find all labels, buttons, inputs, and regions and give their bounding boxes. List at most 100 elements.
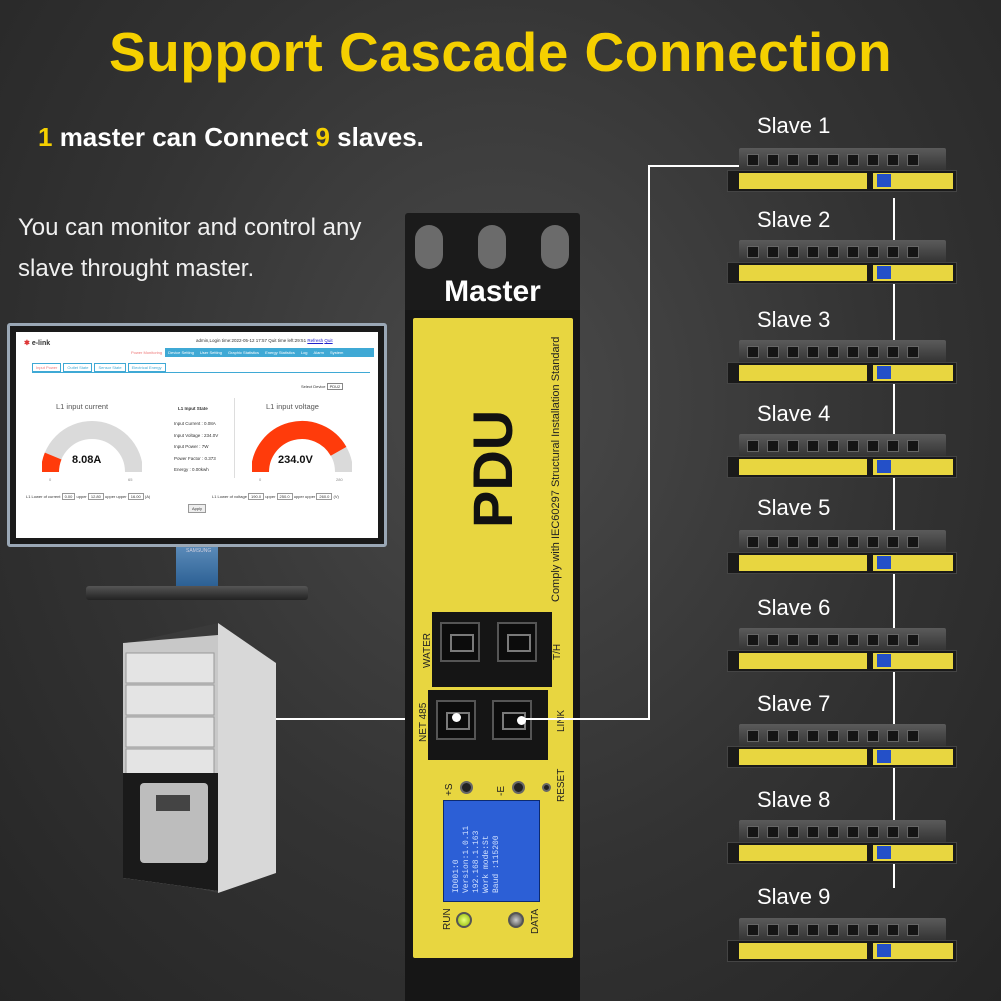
- reset-button[interactable]: [542, 783, 551, 792]
- outlet-socket: [867, 246, 879, 258]
- outlet-socket: [827, 826, 839, 838]
- slave-port: [877, 944, 891, 957]
- slave-pdu: [727, 820, 957, 868]
- outlet-socket: [887, 440, 899, 452]
- nav-item[interactable]: Alarm: [313, 350, 324, 355]
- outlet-socket: [827, 634, 839, 646]
- link-plug: [517, 716, 526, 725]
- outlet-socket: [907, 730, 919, 742]
- outlet-socket: [847, 154, 859, 166]
- outlet-socket: [907, 346, 919, 358]
- nav-item[interactable]: Power Monitoring: [128, 348, 166, 357]
- voltage-gauge-title: L1 input voltage: [266, 402, 319, 411]
- e-button[interactable]: [512, 781, 525, 794]
- outlet-socket: [767, 154, 779, 166]
- outlet-socket: [867, 346, 879, 358]
- nav-item[interactable]: Device Setting: [168, 350, 194, 355]
- outlet-socket: [847, 730, 859, 742]
- refresh-link[interactable]: Refresh: [307, 338, 324, 343]
- input-state-line: Input Current : 0.08A: [174, 421, 216, 426]
- outlet-socket: [827, 246, 839, 258]
- water-port[interactable]: [440, 622, 480, 662]
- outlet-socket: [747, 536, 759, 548]
- subline-text-2: slaves.: [329, 122, 424, 152]
- slave-label: Slave 4: [757, 401, 831, 426]
- outlet-socket: [827, 440, 839, 452]
- net485-plug: [452, 713, 461, 722]
- slave-port: [877, 750, 891, 763]
- device-select-value[interactable]: PDU2: [326, 383, 344, 390]
- subtab-item[interactable]: Electrical Energy: [127, 363, 166, 372]
- voltage-lower-input[interactable]: 190.0: [248, 493, 265, 500]
- subtab-item[interactable]: Input Power: [32, 363, 62, 372]
- monitor: ✱ e-link admin,Login time:2022-05-12 17:…: [7, 323, 387, 547]
- description-text: You can monitor and control any slave th…: [18, 214, 362, 282]
- nav-item[interactable]: User Setting: [199, 350, 222, 355]
- slave-pdu: [727, 434, 957, 482]
- quit-link[interactable]: Quit: [324, 338, 333, 343]
- master-count: 1: [38, 122, 53, 152]
- slave-port: [877, 460, 891, 473]
- slave-port: [877, 556, 891, 569]
- outlet-socket: [907, 826, 919, 838]
- outlet-socket: [887, 634, 899, 646]
- voltage-upper-input[interactable]: 250.0: [276, 493, 293, 500]
- lcd-display: ID001:0 Version:1.0.11 192.168.1.163 Wor…: [443, 800, 540, 902]
- outlet-socket: [807, 826, 819, 838]
- apply-button[interactable]: Apply: [188, 504, 207, 513]
- reset-label: RESET: [556, 768, 567, 802]
- nav-item[interactable]: System: [330, 350, 344, 355]
- outlet-socket: [787, 730, 799, 742]
- outlet-socket: [867, 634, 879, 646]
- device-select[interactable]: Select Device PDU2: [301, 383, 344, 390]
- input-state-title: L1 Input State: [178, 406, 208, 411]
- slave-label: Slave 2: [757, 207, 831, 232]
- link-cable-to-slave1: [648, 165, 740, 167]
- outlet-socket: [787, 440, 799, 452]
- voltage-gauge: [252, 421, 352, 473]
- outlet-socket: [807, 730, 819, 742]
- voltage-upper-upper-input[interactable]: 260.0: [316, 493, 333, 500]
- outlet-socket: [887, 826, 899, 838]
- outlet-socket: [787, 154, 799, 166]
- link-port[interactable]: [492, 700, 532, 740]
- th-port[interactable]: [497, 622, 537, 662]
- nav-item[interactable]: Log: [300, 350, 308, 355]
- current-upper-input[interactable]: 12.80: [87, 493, 104, 500]
- nav-item[interactable]: Graphic Statistics: [227, 350, 260, 355]
- slave-label: Slave 6: [757, 595, 831, 620]
- outlet-socket: [807, 246, 819, 258]
- outlet-socket: [847, 826, 859, 838]
- subtab-item[interactable]: Outlet State: [63, 363, 93, 372]
- s-button[interactable]: [460, 781, 473, 794]
- slave-count: 9: [315, 122, 330, 152]
- outlet-socket: [887, 246, 899, 258]
- outlet-socket: [767, 730, 779, 742]
- outlet-socket: [827, 154, 839, 166]
- slave-port: [877, 174, 891, 187]
- input-state-line: Power Factor : 0.373: [174, 455, 216, 461]
- outlet-socket: [907, 246, 919, 258]
- current-upper-upper-input[interactable]: 16.00: [127, 493, 144, 500]
- outlet-socket: [787, 536, 799, 548]
- outlet-socket: [807, 634, 819, 646]
- link-label: LINK: [556, 709, 567, 732]
- outlet-socket: [827, 730, 839, 742]
- outlet-socket: [747, 246, 759, 258]
- outlet-socket: [787, 826, 799, 838]
- current-gauge-value: 8.08A: [72, 454, 102, 466]
- slave-pdu: [727, 148, 957, 196]
- outlet-socket: [747, 346, 759, 358]
- voltage-gauge-fill: [252, 421, 347, 473]
- current-lower-input[interactable]: 0.00: [61, 493, 76, 500]
- logo-icon: ✱: [24, 340, 30, 347]
- slave-pdu: [727, 530, 957, 578]
- voltage-gauge-value: 234.0V: [278, 454, 313, 466]
- subtab-item[interactable]: Sensor State: [94, 363, 126, 372]
- outlet-socket: [767, 346, 779, 358]
- outlet-socket: [767, 536, 779, 548]
- nav-item[interactable]: Energy Statistics: [265, 350, 295, 355]
